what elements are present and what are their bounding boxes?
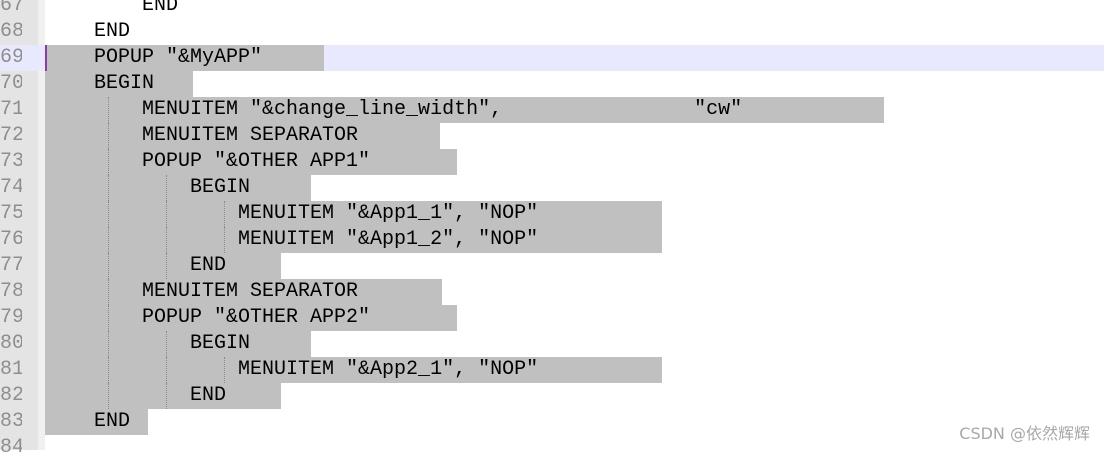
code-line[interactable]: 82 END xyxy=(0,383,1104,409)
selection-highlight xyxy=(45,279,442,305)
code-line[interactable]: 75 MENUITEM "&App1_1", "NOP" xyxy=(0,201,1104,227)
code-text[interactable]: POPUP "&MyAPP" xyxy=(46,46,263,69)
code-line[interactable]: 72 MENUITEM SEPARATOR xyxy=(0,123,1104,149)
indent-guide xyxy=(166,253,167,279)
code-text[interactable]: POPUP "&OTHER APP2" xyxy=(46,306,371,329)
indent-guide xyxy=(108,227,109,253)
code-line[interactable]: 74 BEGIN xyxy=(0,175,1104,201)
line-number: 84 xyxy=(0,436,22,459)
selection-highlight xyxy=(45,45,324,71)
indent-guide xyxy=(108,279,109,305)
code-text[interactable]: MENUITEM SEPARATOR xyxy=(46,280,359,303)
line-number: 78 xyxy=(0,280,22,303)
indent-guide xyxy=(224,227,225,253)
indent-guide xyxy=(166,227,167,253)
line-number: 77 xyxy=(0,254,22,277)
code-line[interactable]: 79 POPUP "&OTHER APP2" xyxy=(0,305,1104,331)
line-number: 80 xyxy=(0,332,22,355)
line-number: 76 xyxy=(0,228,22,251)
line-number-gutter xyxy=(0,0,38,450)
fold-margin[interactable] xyxy=(38,0,45,450)
selection-highlight xyxy=(45,71,193,97)
indent-guide xyxy=(108,97,109,123)
indent-guide xyxy=(224,357,225,383)
code-line[interactable]: 67 END xyxy=(0,0,1104,19)
selection-highlight xyxy=(45,97,884,123)
selection-highlight xyxy=(45,357,662,383)
selection-highlight xyxy=(45,175,311,201)
code-text[interactable]: BEGIN xyxy=(46,332,251,355)
indent-guide xyxy=(108,383,109,409)
code-text[interactable]: END xyxy=(46,410,131,433)
indent-guide xyxy=(166,331,167,357)
code-text[interactable]: MENUITEM "&App1_1", "NOP" xyxy=(46,202,539,225)
code-text[interactable]: POPUP "&OTHER APP1" xyxy=(46,150,371,173)
csdn-watermark: CSDN @依然辉辉 xyxy=(959,424,1090,443)
code-text[interactable]: MENUITEM "&App2_1", "NOP" xyxy=(46,358,539,381)
selection-highlight xyxy=(45,123,440,149)
line-number: 71 xyxy=(0,98,22,121)
indent-guide xyxy=(108,149,109,175)
code-text[interactable]: MENUITEM SEPARATOR xyxy=(46,124,359,147)
indent-guide xyxy=(108,253,109,279)
code-line[interactable]: 76 MENUITEM "&App1_2", "NOP" xyxy=(0,227,1104,253)
code-line[interactable]: 68 END xyxy=(0,19,1104,45)
selection-highlight xyxy=(45,305,457,331)
selection-highlight xyxy=(45,149,457,175)
code-line[interactable]: 73 POPUP "&OTHER APP1" xyxy=(0,149,1104,175)
line-number: 67 xyxy=(0,0,22,17)
selection-highlight xyxy=(45,227,662,253)
indent-guide xyxy=(166,201,167,227)
line-number: 73 xyxy=(0,150,22,173)
code-line[interactable]: 83 END xyxy=(0,409,1104,435)
indent-guide xyxy=(166,357,167,383)
line-number: 74 xyxy=(0,176,22,199)
selection-highlight xyxy=(45,253,281,279)
indent-guide xyxy=(108,357,109,383)
line-number: 68 xyxy=(0,20,22,43)
code-text[interactable]: END xyxy=(46,384,227,407)
code-line[interactable]: 84 xyxy=(0,435,1104,461)
indent-guide xyxy=(108,123,109,149)
indent-guide xyxy=(166,383,167,409)
code-text[interactable]: END xyxy=(46,254,227,277)
code-line[interactable]: 70 BEGIN xyxy=(0,71,1104,97)
code-line[interactable]: 69 POPUP "&MyAPP" xyxy=(0,45,1104,71)
code-text[interactable]: BEGIN xyxy=(46,72,155,95)
code-text[interactable]: MENUITEM "&App1_2", "NOP" xyxy=(46,228,539,251)
code-line[interactable]: 77 END xyxy=(0,253,1104,279)
code-line[interactable]: 81 MENUITEM "&App2_1", "NOP" xyxy=(0,357,1104,383)
indent-guide xyxy=(108,305,109,331)
selection-highlight xyxy=(45,201,662,227)
selection-highlight xyxy=(45,331,311,357)
line-number: 75 xyxy=(0,202,22,225)
code-line[interactable]: 71 MENUITEM "&change_line_width", "cw" xyxy=(0,97,1104,123)
line-number: 70 xyxy=(0,72,22,95)
line-number: 83 xyxy=(0,410,22,433)
code-text[interactable]: END xyxy=(46,20,131,43)
line-number: 82 xyxy=(0,384,22,407)
selection-highlight xyxy=(45,383,281,409)
current-line-marker xyxy=(45,45,47,71)
selection-highlight xyxy=(45,409,148,435)
code-line[interactable]: 80 BEGIN xyxy=(0,331,1104,357)
line-number: 69 xyxy=(0,46,22,69)
code-line[interactable]: 78 MENUITEM SEPARATOR xyxy=(0,279,1104,305)
code-text[interactable]: BEGIN xyxy=(46,176,251,199)
indent-guide xyxy=(166,175,167,201)
indent-guide xyxy=(224,201,225,227)
indent-guide xyxy=(108,201,109,227)
indent-guide xyxy=(108,175,109,201)
code-text[interactable]: MENUITEM "&change_line_width", "cw" xyxy=(46,98,743,121)
code-text[interactable]: END xyxy=(46,0,179,17)
line-number: 79 xyxy=(0,306,22,329)
indent-guide xyxy=(108,331,109,357)
line-number: 81 xyxy=(0,358,22,381)
line-number: 72 xyxy=(0,124,22,147)
